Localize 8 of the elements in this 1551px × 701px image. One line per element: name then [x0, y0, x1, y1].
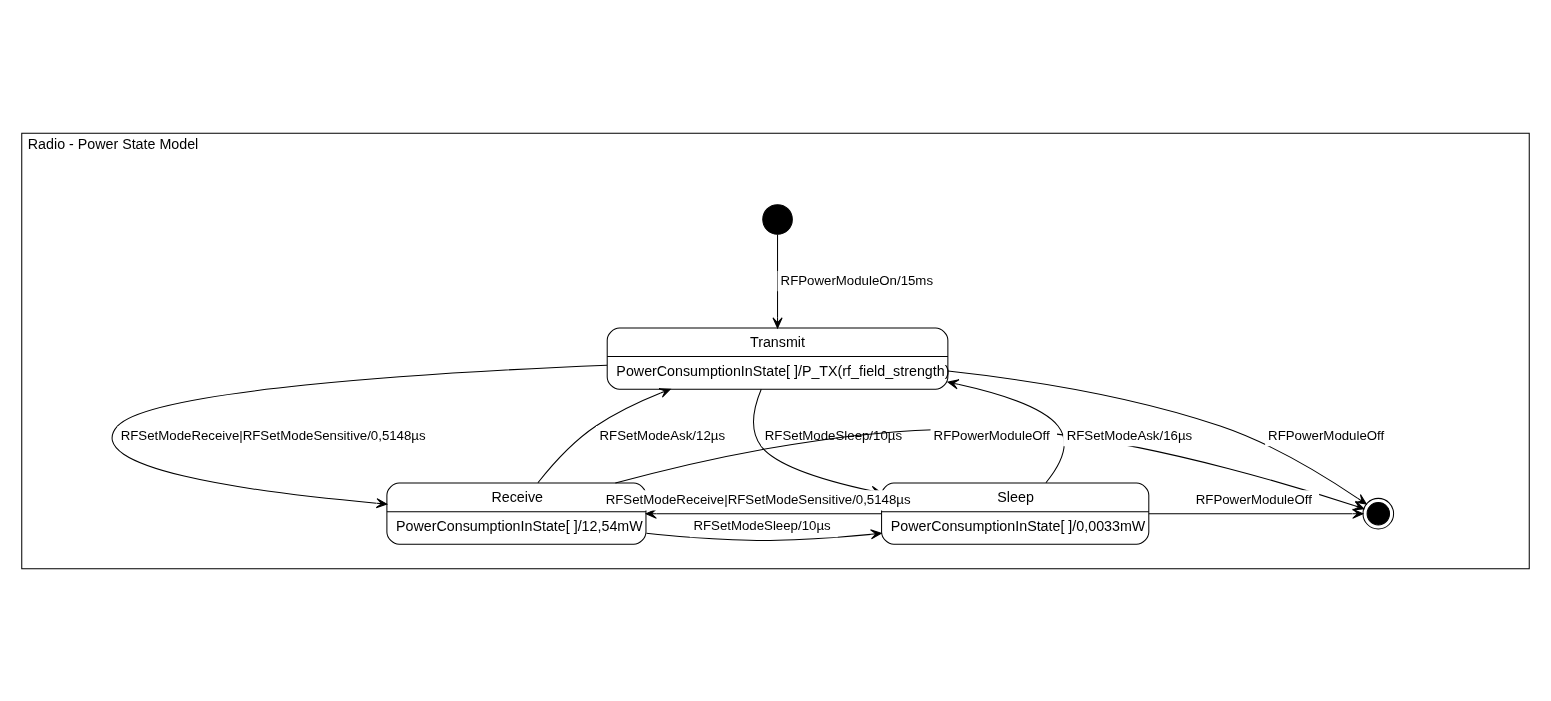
edge-label: RFPowerModuleOff: [1268, 427, 1385, 443]
edge-label: RFSetModeAsk/12µs: [599, 427, 726, 443]
edge-label: RFPowerModuleOff: [1195, 491, 1312, 507]
edge-label: RFSetModeSleep/10µs: [693, 517, 831, 533]
edge-label: RFPowerModuleOn/15ms: [780, 272, 934, 288]
edge-label: RFSetModeAsk/16µs: [1066, 427, 1193, 443]
edge-label: RFPowerModuleOff: [933, 427, 1050, 443]
edge-label: RFSetModeReceive|RFSetModeSensitive/0,5148µs: [120, 427, 426, 443]
